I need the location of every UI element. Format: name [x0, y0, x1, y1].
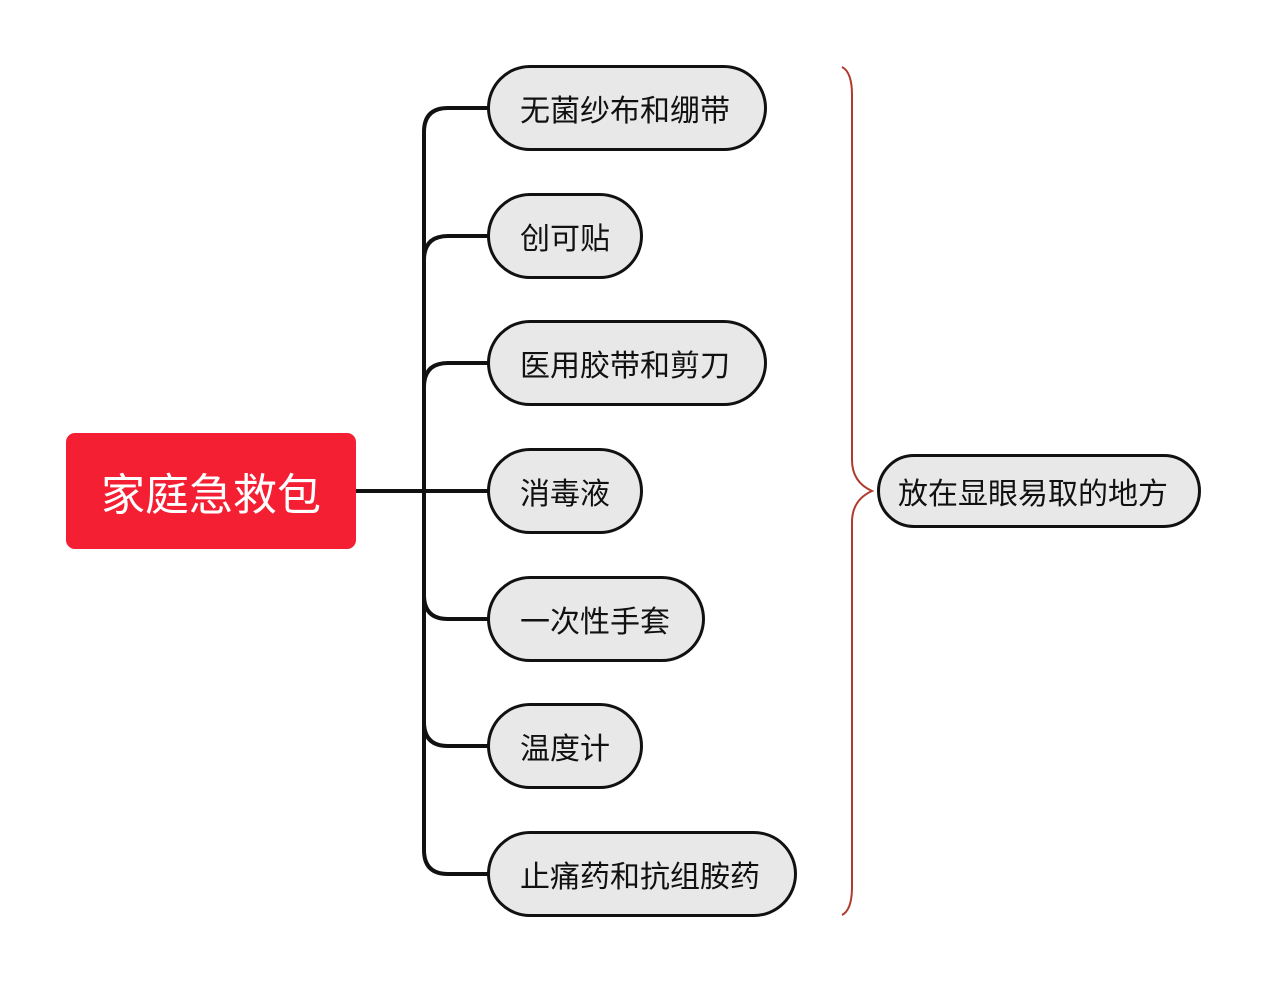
child-label: 无菌纱布和绷带	[520, 94, 730, 129]
child-node-4: 消毒液	[487, 448, 643, 534]
child-node-5: 一次性手套	[487, 576, 705, 662]
child-label: 消毒液	[520, 477, 610, 512]
child-node-7: 止痛药和抗组胺药	[487, 831, 797, 917]
root-label: 家庭急救包	[101, 470, 321, 521]
child-label: 一次性手套	[520, 605, 670, 640]
branch-line-3	[422, 361, 490, 388]
summary-label: 放在显眼易取的地方	[898, 477, 1168, 512]
child-label: 止痛药和抗组胺药	[520, 860, 760, 895]
root-node: 家庭急救包	[66, 433, 356, 549]
child-label: 创可贴	[520, 222, 610, 257]
child-node-2: 创可贴	[487, 193, 643, 279]
summary-brace	[841, 66, 875, 916]
child-node-3: 医用胶带和剪刀	[487, 320, 767, 406]
branch-line-5	[422, 594, 490, 621]
branch-line-2	[422, 234, 490, 261]
child-label: 温度计	[520, 732, 610, 767]
child-label: 医用胶带和剪刀	[520, 349, 730, 384]
child-node-6: 温度计	[487, 703, 643, 789]
branch-line-6	[422, 721, 490, 748]
summary-node: 放在显眼易取的地方	[877, 454, 1201, 528]
child-node-1: 无菌纱布和绷带	[487, 65, 767, 151]
